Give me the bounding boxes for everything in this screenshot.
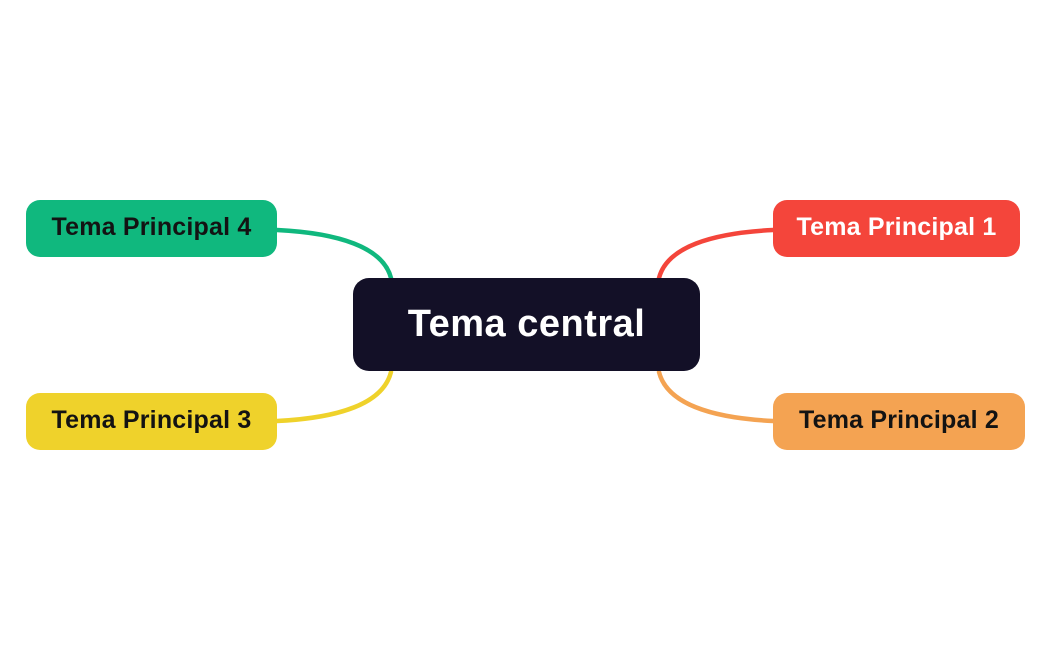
connector-tema-principal-4: [274, 227, 394, 281]
branch-node-tema-principal-1[interactable]: Tema Principal 1: [773, 200, 1020, 257]
branch-node-tema-principal-2[interactable]: Tema Principal 2: [773, 393, 1025, 450]
connector-tema-principal-2: [656, 369, 776, 424]
branch-label-tema-principal-3: Tema Principal 3: [51, 406, 252, 434]
central-topic-label: Tema central: [407, 302, 646, 345]
connector-tema-principal-3: [274, 369, 394, 424]
branch-node-tema-principal-4[interactable]: Tema Principal 4: [26, 200, 277, 257]
branch-label-tema-principal-4: Tema Principal 4: [51, 213, 252, 241]
central-topic-node[interactable]: Tema central: [353, 278, 700, 371]
branch-node-tema-principal-3[interactable]: Tema Principal 3: [26, 393, 277, 450]
branch-label-tema-principal-1: Tema Principal 1: [796, 213, 997, 241]
branch-label-tema-principal-2: Tema Principal 2: [798, 406, 1000, 434]
connector-tema-principal-1: [656, 227, 776, 281]
